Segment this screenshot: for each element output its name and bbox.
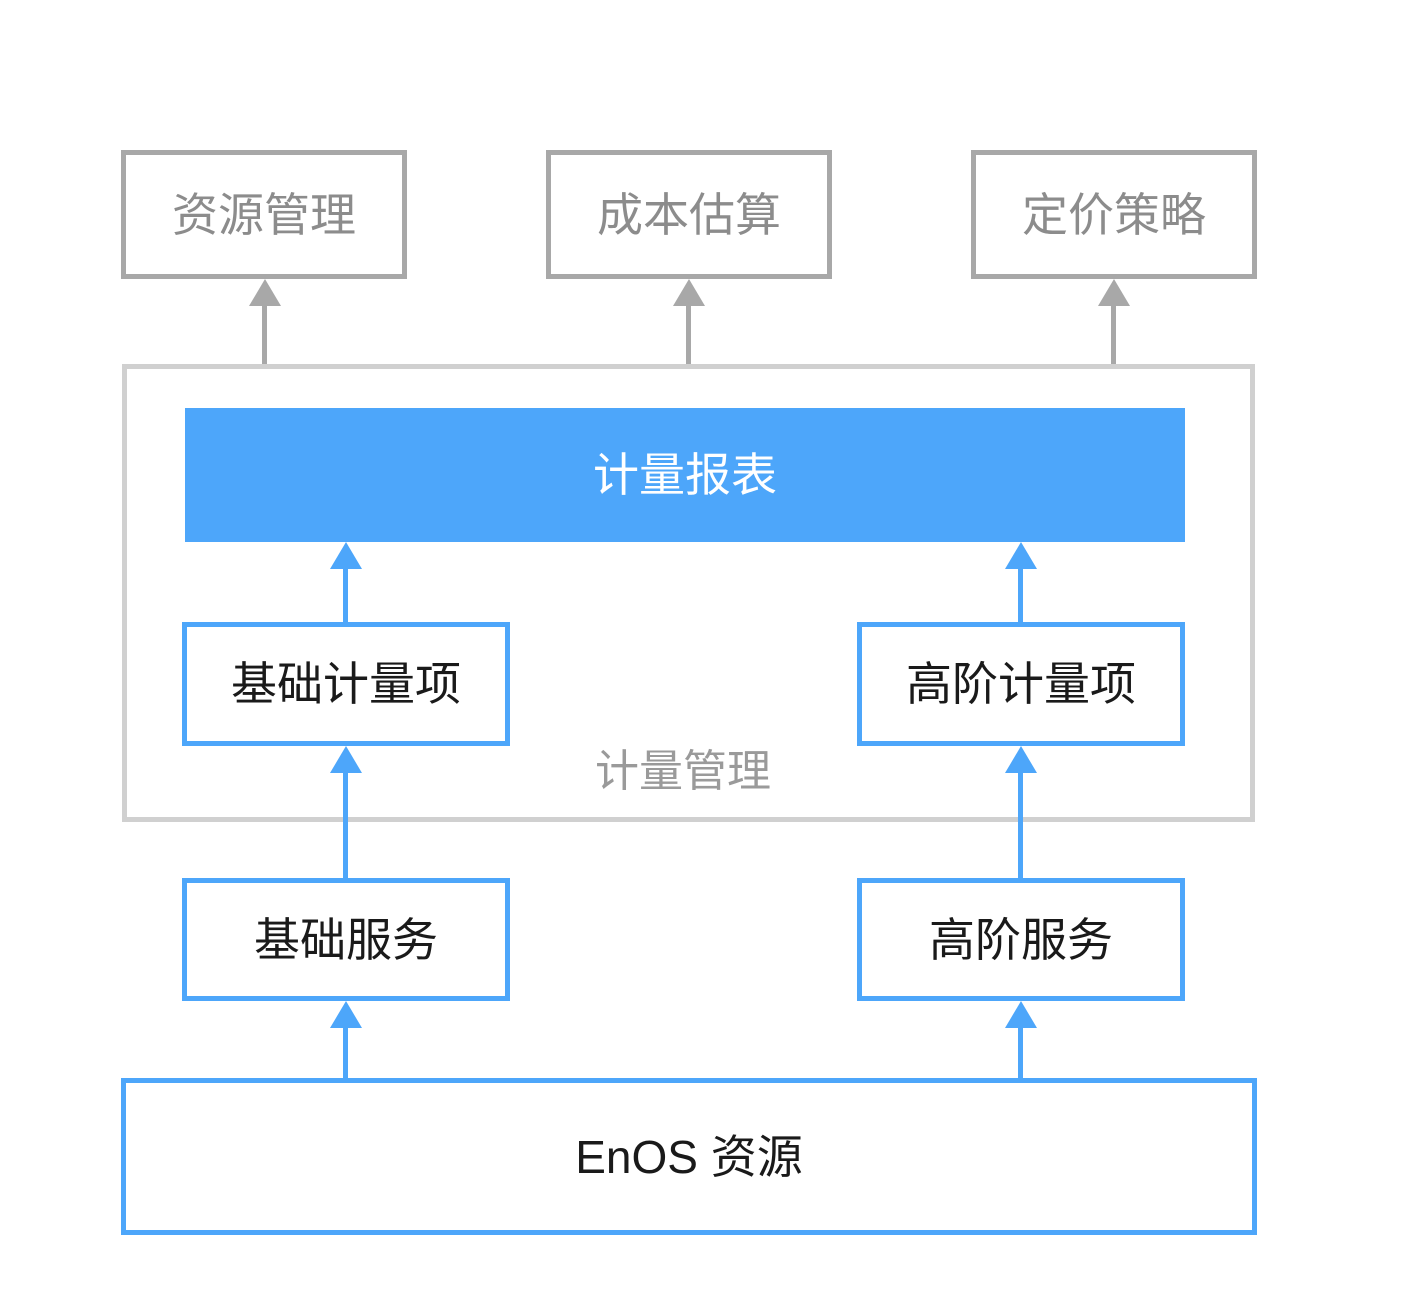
arrow-advanced-metering-to-banner (1005, 542, 1037, 622)
arrow-head-up-icon (330, 746, 362, 773)
box-cost-estimation[interactable]: 成本估算 (546, 150, 832, 279)
box-advanced-service-label: 高阶服务 (929, 913, 1113, 966)
arrow-basic-metering-to-banner (330, 542, 362, 622)
box-enos-resources-label: EnOS 资源 (575, 1130, 803, 1183)
box-pricing-strategy-label: 定价策略 (1022, 188, 1206, 241)
metering-management-label: 计量管理 (595, 747, 771, 796)
arrow-shaft (262, 306, 267, 365)
box-advanced-metering-item-label: 高阶计量项 (906, 658, 1136, 710)
arrow-banner-to-resource-management (249, 279, 281, 365)
box-basic-metering-item[interactable]: 基础计量项 (182, 622, 510, 746)
box-advanced-service[interactable]: 高阶服务 (857, 878, 1185, 1001)
arrow-shaft (1018, 773, 1023, 878)
box-resource-management-label: 资源管理 (172, 188, 356, 241)
arrow-shaft (1018, 569, 1023, 622)
banner-metering-report[interactable]: 计量报表 (185, 408, 1185, 542)
arrow-shaft (686, 306, 691, 365)
arrow-advanced-service-to-advanced-metering (1005, 746, 1037, 878)
arrow-banner-to-cost-estimation (673, 279, 705, 365)
box-resource-management[interactable]: 资源管理 (121, 150, 407, 279)
box-basic-metering-item-label: 基础计量项 (231, 658, 461, 710)
box-cost-estimation-label: 成本估算 (597, 188, 781, 241)
arrow-shaft (1018, 1028, 1023, 1078)
arrow-head-up-icon (673, 279, 705, 306)
arrow-enos-to-advanced-service (1005, 1001, 1037, 1078)
box-advanced-metering-item[interactable]: 高阶计量项 (857, 622, 1185, 746)
arrow-head-up-icon (1005, 746, 1037, 773)
arrow-basic-service-to-basic-metering (330, 746, 362, 878)
arrow-head-up-icon (330, 542, 362, 569)
arrow-head-up-icon (1098, 279, 1130, 306)
arrow-shaft (343, 1028, 348, 1078)
arrow-shaft (343, 773, 348, 878)
arrow-banner-to-pricing-strategy (1098, 279, 1130, 365)
arrow-enos-to-basic-service (330, 1001, 362, 1078)
banner-metering-report-label: 计量报表 (593, 449, 777, 501)
box-pricing-strategy[interactable]: 定价策略 (971, 150, 1257, 279)
box-basic-service-label: 基础服务 (254, 913, 438, 966)
arrow-head-up-icon (249, 279, 281, 306)
arrow-shaft (1111, 306, 1116, 365)
arrow-head-up-icon (330, 1001, 362, 1028)
arrow-head-up-icon (1005, 542, 1037, 569)
arrow-shaft (343, 569, 348, 622)
arrow-head-up-icon (1005, 1001, 1037, 1028)
box-enos-resources[interactable]: EnOS 资源 (121, 1078, 1257, 1235)
box-basic-service[interactable]: 基础服务 (182, 878, 510, 1001)
